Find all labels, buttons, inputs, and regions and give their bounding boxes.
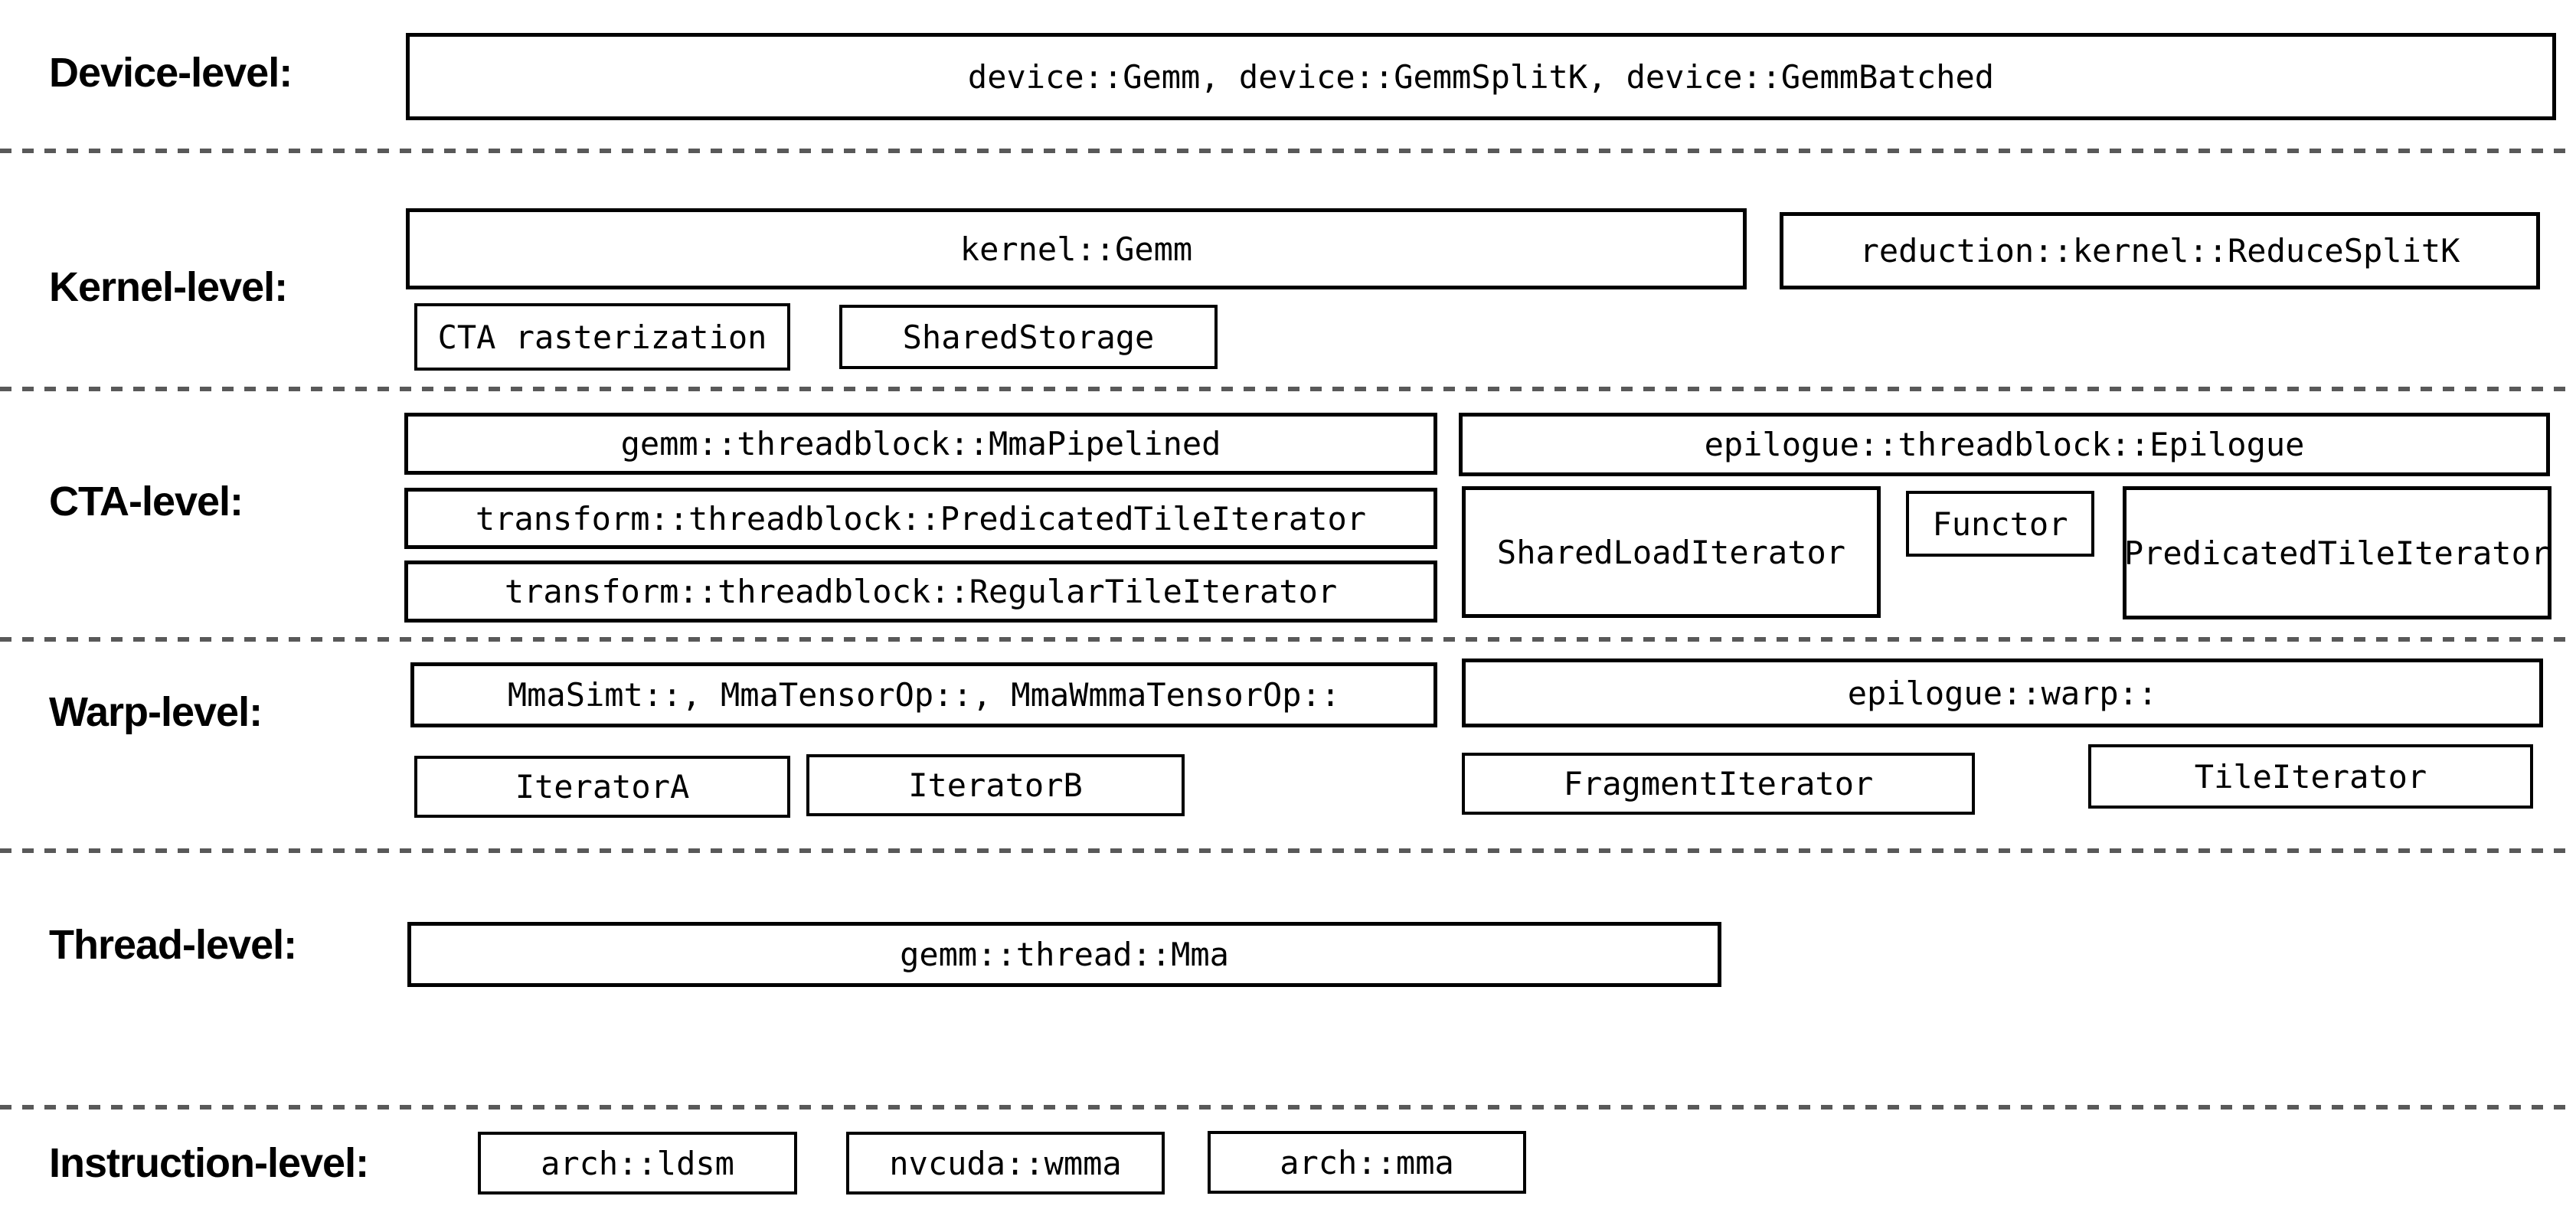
box-thread-mma: gemm::thread::Mma	[407, 922, 1721, 987]
box-functor: Functor	[1906, 491, 2094, 557]
level-label-kernel: Kernel-level:	[49, 264, 288, 310]
box-cta-rasterization: CTA rasterization	[414, 303, 790, 371]
box-arch-mma: arch::mma	[1208, 1131, 1526, 1194]
box-arch-ldsm: arch::ldsm	[478, 1132, 797, 1194]
box-kernel-gemm: kernel::Gemm	[406, 208, 1747, 289]
box-regular-tile-iterator: transform::threadblock::RegularTileItera…	[404, 560, 1437, 623]
box-nvcuda-wmma: nvcuda::wmma	[846, 1132, 1165, 1194]
box-predicated-tile-iterator: transform::threadblock::PredicatedTileIt…	[404, 488, 1437, 549]
box-epilogue-warp: epilogue::warp::	[1462, 659, 2543, 727]
level-label-cta: CTA-level:	[49, 479, 244, 525]
level-separator	[0, 149, 2576, 153]
level-separator	[0, 387, 2576, 391]
level-label-thread: Thread-level:	[49, 922, 297, 968]
box-tile-iterator: TileIterator	[2088, 744, 2533, 809]
box-reduce-splitk: reduction::kernel::ReduceSplitK	[1780, 212, 2540, 289]
box-fragment-iterator: FragmentIterator	[1462, 753, 1975, 815]
box-epilogue-threadblock: epilogue::threadblock::Epilogue	[1459, 413, 2550, 476]
level-separator	[0, 848, 2576, 853]
level-label-instruction: Instruction-level:	[49, 1140, 369, 1186]
box-shared-storage: SharedStorage	[839, 305, 1218, 369]
box-shared-load-iterator: SharedLoadIterator	[1462, 486, 1881, 618]
box-warp-mma: MmaSimt::, MmaTensorOp::, MmaWmmaTensorO…	[410, 662, 1437, 727]
box-mma-pipelined: gemm::threadblock::MmaPipelined	[404, 413, 1437, 475]
level-label-warp: Warp-level:	[49, 689, 263, 735]
level-separator	[0, 637, 2576, 642]
box-device-gemm: device::Gemm, device::GemmSplitK, device…	[406, 33, 2556, 120]
box-epilogue-predicated-tile-iterator: PredicatedTileIterator	[2123, 486, 2551, 619]
box-iterator-b: IteratorB	[806, 754, 1185, 816]
level-label-device: Device-level:	[49, 50, 293, 96]
box-iterator-a: IteratorA	[414, 756, 790, 818]
level-separator	[0, 1105, 2576, 1110]
